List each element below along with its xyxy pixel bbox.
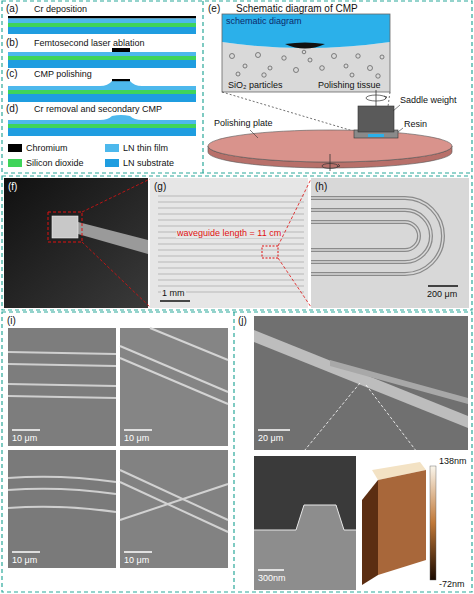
legend-swatch — [105, 159, 119, 167]
colorbar-label: -72nm — [439, 579, 465, 589]
legend-swatch — [8, 159, 22, 167]
panel-label: (d) — [6, 103, 18, 115]
scale-label: 10 μm — [124, 433, 149, 443]
scale-label: 20 μm — [258, 433, 283, 443]
part-label: SiO₂ particles — [228, 80, 283, 90]
scale-label: 10 μm — [12, 555, 37, 565]
scale-label: 1 mm — [161, 288, 186, 298]
legend-text: Chromium — [26, 143, 68, 153]
panel-label: (e) — [208, 3, 220, 15]
panel-label: (j) — [238, 315, 247, 327]
legend-text: LN substrate — [123, 158, 174, 168]
box-text: schematic diagram — [226, 16, 386, 26]
panel-label: (b) — [6, 37, 18, 49]
scale-label: 300nm — [258, 573, 286, 583]
scale-label: 10 μm — [12, 433, 37, 443]
scale-label: 10 μm — [124, 555, 149, 565]
legend-text: Silicon dioxide — [26, 158, 84, 168]
panel-label: (c) — [6, 68, 18, 80]
inset-box: schematic diagram — [222, 14, 390, 42]
part-label: Polishing plate — [214, 118, 273, 128]
legend-swatch — [8, 144, 22, 152]
dimension-label: waveguide length = 11 cm — [176, 228, 282, 238]
step-title: Cr removal and secondary CMP — [34, 104, 162, 114]
panel-label: (g) — [154, 181, 166, 193]
part-label: Polishing tissue — [318, 80, 381, 90]
part-label: Saddle weight — [400, 95, 457, 105]
panel-label: (h) — [315, 181, 327, 193]
panel-label: (f) — [8, 181, 17, 193]
step-title: Cr deposition — [34, 4, 87, 14]
panel-label: (i) — [7, 315, 16, 327]
step-title: CMP polishing — [34, 69, 92, 79]
scale-label: 200 μm — [427, 289, 457, 299]
panel-title: Schematic diagram of CMP — [236, 3, 358, 15]
legend-swatch — [105, 144, 119, 152]
panel-label: (a) — [6, 3, 18, 15]
step-title: Femtosecond laser ablation — [34, 38, 145, 48]
colorbar-label: 138nm — [439, 456, 467, 466]
part-label: Resin — [404, 119, 427, 129]
legend-text: LN thin film — [123, 143, 168, 153]
